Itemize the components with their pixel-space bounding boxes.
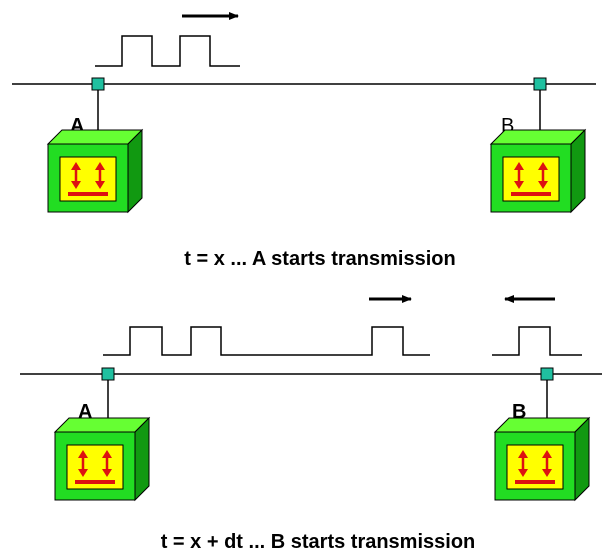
transceiver-tap-icon [91,77,105,91]
station-box-icon [46,128,144,214]
signal-waveform-a [103,326,430,356]
transceiver-tap-icon [101,367,115,381]
signal-waveform [95,35,240,67]
transceiver-tap-icon [540,367,554,381]
scenario-1: A B t = x ... A starts transmission [12,12,596,270]
station-box-icon [493,416,591,502]
transceiver-tap-icon [533,77,547,91]
scenario-2: A B t = x + dt ... B starts transmission [20,295,602,553]
station-box-icon [53,416,151,502]
signal-waveform-b [492,326,582,356]
station-box-icon [489,128,587,214]
caption: t = x + dt ... B starts transmission [161,531,476,553]
caption: t = x ... A starts transmission [184,248,455,270]
